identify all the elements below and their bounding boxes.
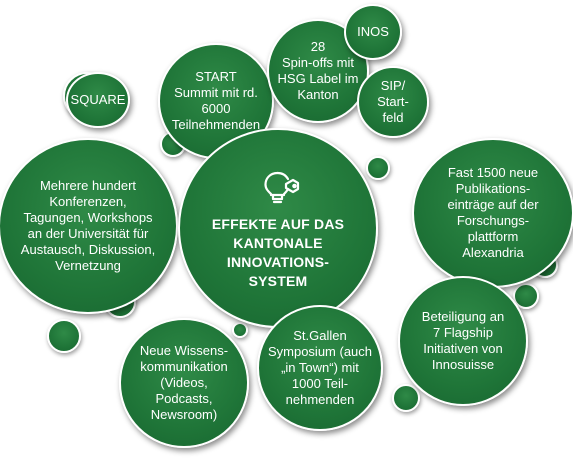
bubble-symposium: St.Gallen Symposium (auch „in Town“) mit… (257, 305, 383, 431)
bubble-konferenzen: Mehrere hundert Konferenzen, Tagungen, W… (0, 138, 178, 314)
bubble-inos: INOS (344, 4, 402, 60)
center-title: EFFEKTE AUF DAS KANTONALE INNOVATIONS- S… (211, 216, 345, 289)
bubble-square: SQUARE (66, 72, 130, 128)
bubble-spinoffs: 28 Spin-offs mit HSG Label im Kanton (267, 19, 369, 123)
bubble-spinoffs-label: 28 Spin-offs mit HSG Label im Kanton (277, 39, 359, 102)
bubble-wissenskommunikation-label: Neue Wissens- kommunikation (Videos, Pod… (139, 343, 229, 422)
bubble-publikationen-label: Fast 1500 neue Publikations- einträge au… (447, 165, 539, 260)
bubble-publikationen: Fast 1500 neue Publikations- einträge au… (412, 138, 573, 288)
bubble-symposium-label: St.Gallen Symposium (auch „in Town“) mit… (267, 328, 373, 407)
bubble-start-summit-label: START Summit mit rd. 6000 Teilnehmenden (171, 69, 261, 132)
decor-bubble (366, 156, 390, 180)
decor-bubble (47, 319, 81, 353)
lightbulb-tag-icon (264, 171, 300, 204)
bubble-flagship: Beteiligung an 7 Flagship Initiativen vo… (398, 276, 528, 406)
bubble-inos-label: INOS (357, 24, 389, 39)
decor-bubble (392, 384, 420, 412)
decor-bubble (232, 322, 248, 338)
bubble-center: EFFEKTE AUF DAS KANTONALE INNOVATIONS- S… (178, 128, 378, 328)
bubble-sip: SIP/ Start- feld (357, 66, 429, 138)
bubble-konferenzen-label: Mehrere hundert Konferenzen, Tagungen, W… (20, 178, 156, 273)
bubble-square-label: SQUARE (70, 92, 126, 107)
bubble-flagship-label: Beteiligung an 7 Flagship Initiativen vo… (421, 309, 505, 372)
bubble-sip-label: SIP/ Start- feld (377, 78, 409, 125)
bubble-wissenskommunikation: Neue Wissens- kommunikation (Videos, Pod… (119, 318, 249, 448)
decor-bubble (513, 283, 539, 309)
